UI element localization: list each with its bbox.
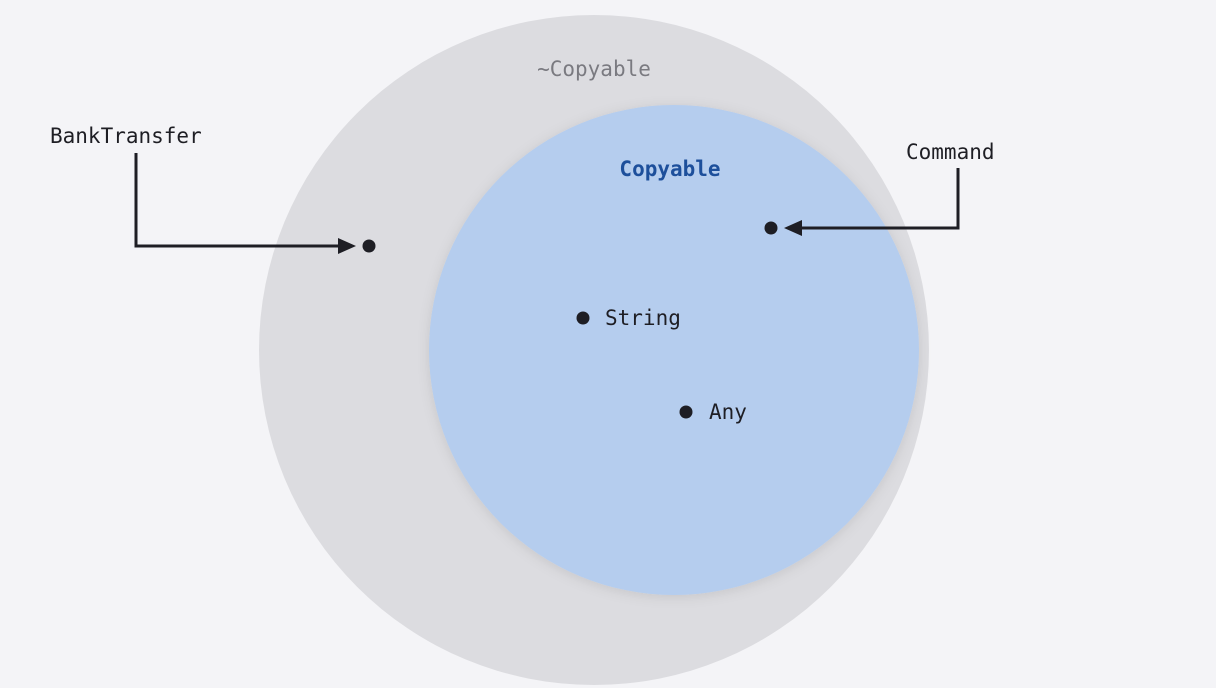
noncopyable-set-label: ~Copyable bbox=[537, 57, 651, 81]
bank-transfer-arrowhead bbox=[338, 238, 356, 254]
bank-transfer-connector bbox=[134, 153, 340, 248]
string-label: String bbox=[605, 306, 681, 330]
command-connector bbox=[800, 168, 960, 230]
any-point bbox=[679, 405, 693, 419]
bank-transfer-label: BankTransfer bbox=[50, 124, 202, 148]
string-point bbox=[576, 311, 590, 325]
command-label: Command bbox=[906, 140, 995, 164]
command-point bbox=[764, 221, 778, 235]
bank-transfer-point bbox=[362, 239, 376, 253]
command-arrowhead bbox=[784, 220, 802, 236]
any-label: Any bbox=[709, 400, 747, 424]
copyable-set-label: Copyable bbox=[619, 157, 720, 181]
